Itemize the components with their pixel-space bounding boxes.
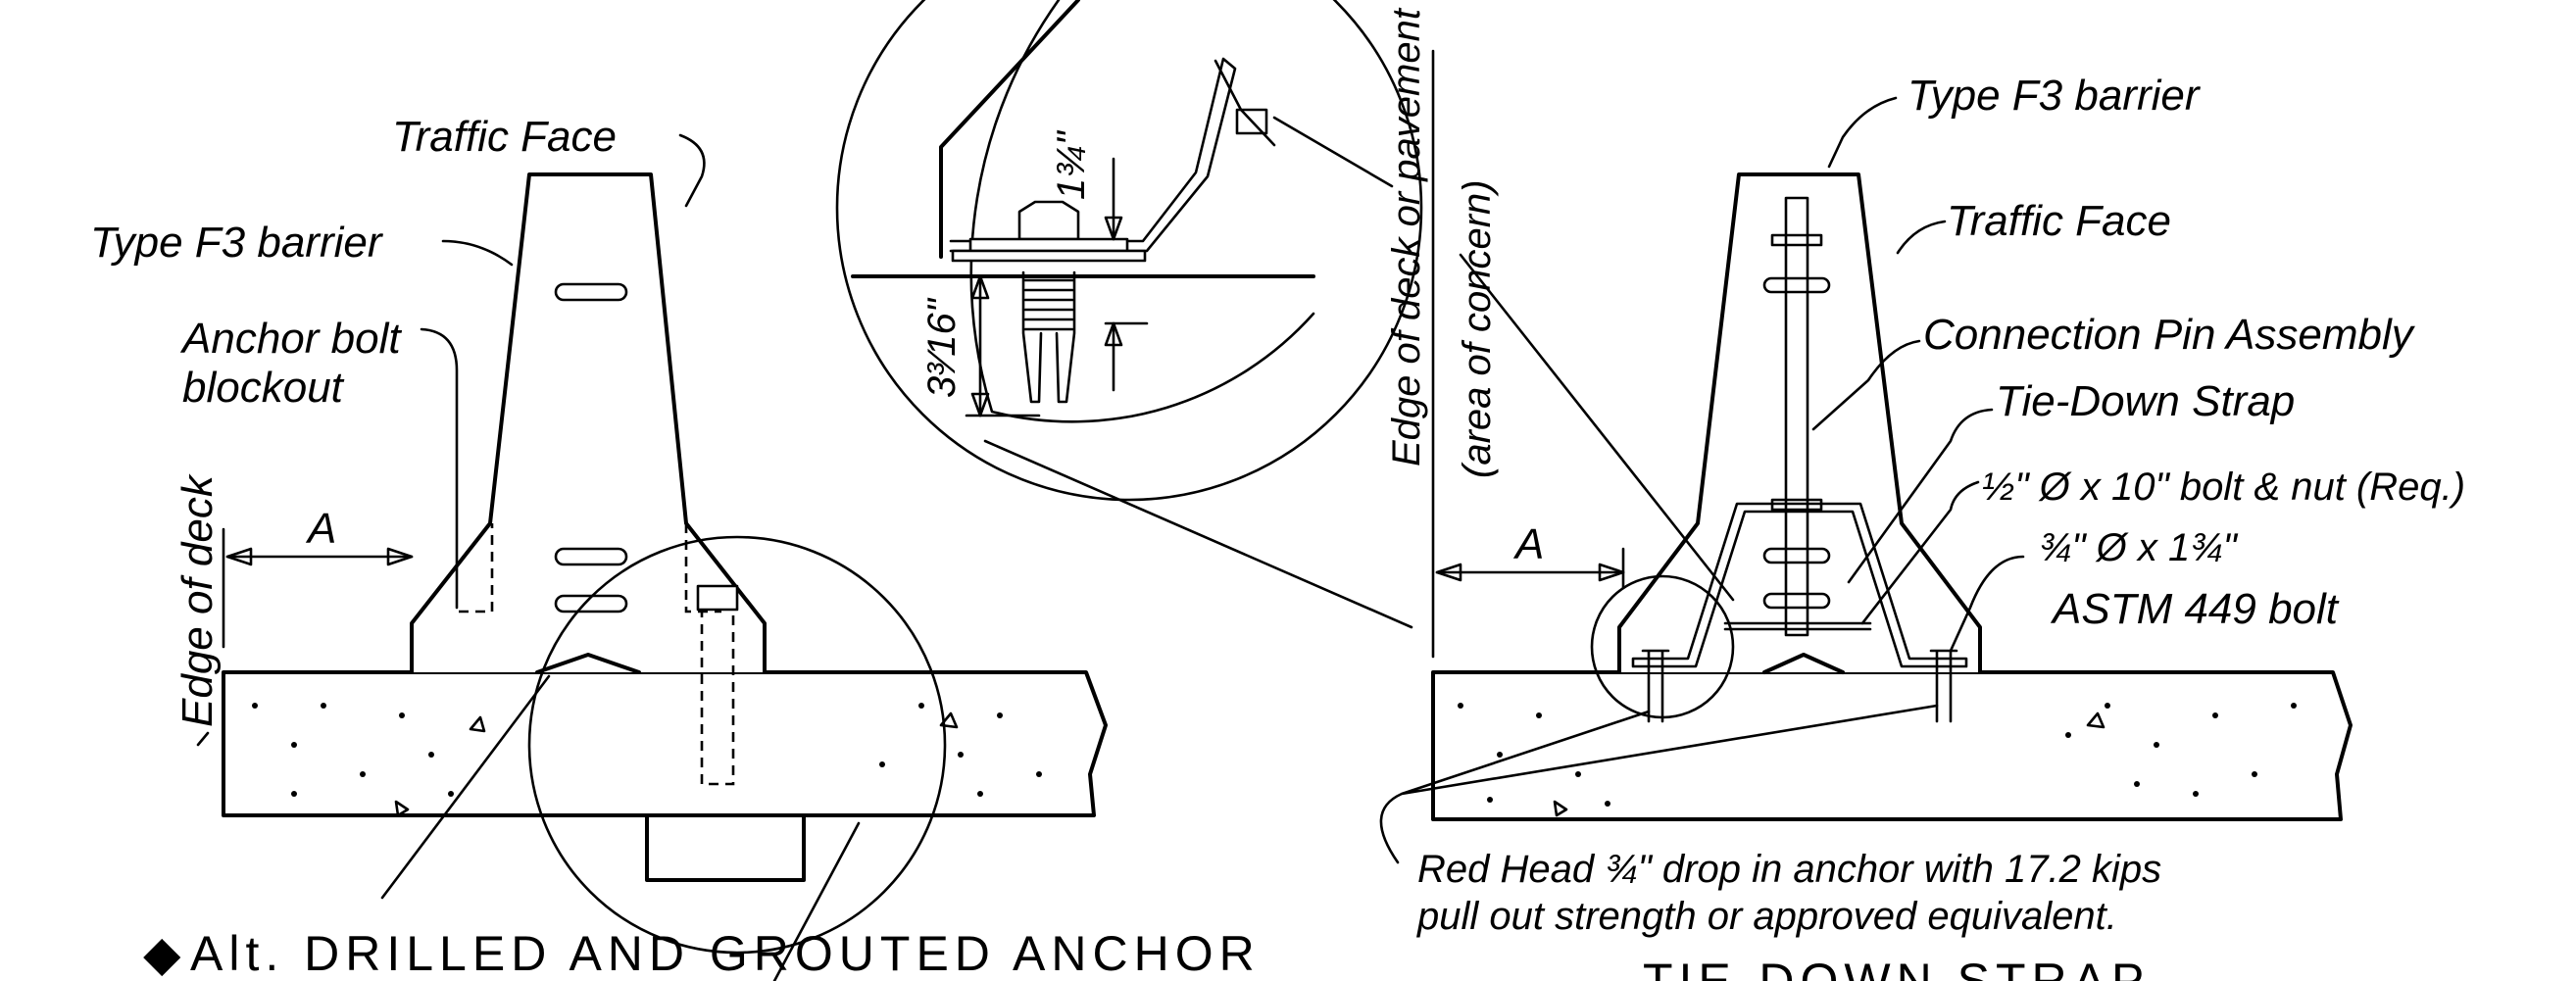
right-leader-astm <box>1949 555 2025 653</box>
right-label-traffic-face: Traffic Face <box>1947 197 2171 245</box>
detail-washer-lower <box>951 249 1147 263</box>
left-label-edge-of-deck: Edge of deck <box>173 473 222 727</box>
right-label-tie-down-strap: Tie-Down Strap <box>1996 377 2295 425</box>
right-label-bolt-nut: ½" Ø x 10" bolt & nut (Req.) <box>1982 466 2465 509</box>
right-label-connection-pin: Connection Pin Assembly <box>1923 311 2416 359</box>
left-detail-circle <box>527 535 947 955</box>
left-leader-traffic-face <box>678 133 706 208</box>
right-tie-down-strap <box>1631 502 1968 668</box>
detail-strap <box>949 57 1237 253</box>
left-label-dim-a: A <box>305 505 336 553</box>
detail-dim-right-arrow <box>1104 321 1123 347</box>
detail-leader-right <box>983 439 1413 629</box>
left-blockout-dashed <box>459 523 721 613</box>
right-leader-pin <box>1811 339 1921 431</box>
left-dim-a-arrow-r <box>386 547 414 566</box>
left-barrier-profile <box>410 172 767 674</box>
detail-barrier-edge <box>939 0 1080 259</box>
left-leader-bottom <box>772 821 861 981</box>
right-label-edge-1: Edge of deck or pavement <box>1385 7 1428 466</box>
right-connection-pin <box>1784 196 1809 637</box>
right-leader-bolt-nut <box>1860 480 1980 625</box>
right-leader-barrier <box>1827 96 1898 169</box>
left-bolt-nut <box>696 584 739 612</box>
right-strap-bolt <box>1723 621 1872 631</box>
right-label-astm-1: ¾" Ø x 1¾" <box>2039 526 2239 569</box>
detail-dim-side-arrow2 <box>970 392 990 417</box>
right-detail-circle <box>1590 574 1735 719</box>
left-label-traffic-face: Traffic Face <box>392 113 617 161</box>
detail-dim-side-arrow1 <box>970 274 990 300</box>
left-label-barrier-type: Type F3 barrier <box>90 219 384 267</box>
detail-dim-top-arrow <box>1104 216 1123 241</box>
right-title: TIE-DOWN STRAP <box>1643 954 2150 981</box>
detail-circle-outline <box>969 0 1315 423</box>
right-slot-mid2 <box>1762 592 1831 610</box>
right-dim-a-arrow-r <box>1598 563 1625 582</box>
right-dim-a-arrow-l <box>1435 563 1462 582</box>
left-title-marker: ◆ <box>143 926 186 981</box>
left-view: Traffic Face Type F3 barrier Anchor bolt… <box>90 113 1261 981</box>
detail-label-dim-top: 1¾" <box>1050 129 1093 200</box>
left-label-blockout-2: blockout <box>182 364 345 412</box>
detail-label-dim-side: 3³⁄16" <box>920 297 964 398</box>
detail-thread <box>1023 278 1074 331</box>
left-leader-edge <box>196 731 210 747</box>
right-label-dim-a: A <box>1512 520 1544 568</box>
detail-leader-top <box>1272 116 1394 188</box>
left-slot-mid1 <box>554 547 628 566</box>
right-anchor-left <box>1641 649 1670 723</box>
detail-side-bolt <box>1235 108 1268 135</box>
right-leader-strap <box>1847 408 1994 584</box>
right-leader-traffic <box>1896 220 1947 255</box>
left-leader-detail <box>380 674 551 900</box>
right-label-astm-2: ASTM 449 bolt <box>2050 585 2340 633</box>
left-leader-barrier <box>441 239 514 267</box>
detail-bolt-head <box>1017 200 1080 241</box>
right-slot-mid1 <box>1762 547 1831 564</box>
left-leader-blockout <box>420 327 459 610</box>
right-view: Type F3 barrier Traffic Face Connection … <box>1379 7 2465 981</box>
right-leader-anchor <box>1379 704 1939 864</box>
right-deck-aggregate <box>1458 703 2297 817</box>
detail-circle <box>835 0 1423 502</box>
left-anchor-bolt <box>700 608 735 786</box>
left-deck-aggregate <box>252 703 1042 817</box>
right-label-barrier-type: Type F3 barrier <box>1907 72 2202 120</box>
left-deck-pocket <box>645 813 806 882</box>
right-pin-plate-top <box>1770 233 1823 247</box>
right-barrier-profile <box>1617 172 1982 674</box>
detail-view: 1¾" 3³⁄16" <box>835 0 1423 629</box>
detail-dim-right <box>1104 321 1149 392</box>
left-barrier-base-joint <box>535 653 641 674</box>
right-anchor-right <box>1929 649 1958 723</box>
right-barrier-base-joint <box>1762 653 1845 674</box>
left-title: Alt. DRILLED AND GROUTED ANCHOR <box>190 926 1261 981</box>
right-leader-edge <box>1459 253 1735 602</box>
left-label-blockout-1: Anchor bolt <box>179 315 402 363</box>
right-label-edge-2: (area of concern) <box>1456 179 1499 478</box>
right-deck-slab <box>1431 670 2353 821</box>
detail-anchor <box>1021 270 1076 404</box>
detail-washer <box>968 237 1129 253</box>
right-slot-top <box>1762 276 1831 294</box>
left-dim-a-arrow-l <box>225 547 253 566</box>
left-slot-top <box>554 282 628 302</box>
right-label-anchor-note-1: Red Head ¾" drop in anchor with 17.2 kip… <box>1417 848 2161 891</box>
right-label-anchor-note-2: pull out strength or approved equivalent… <box>1416 895 2117 938</box>
left-deck-slab <box>222 670 1108 817</box>
